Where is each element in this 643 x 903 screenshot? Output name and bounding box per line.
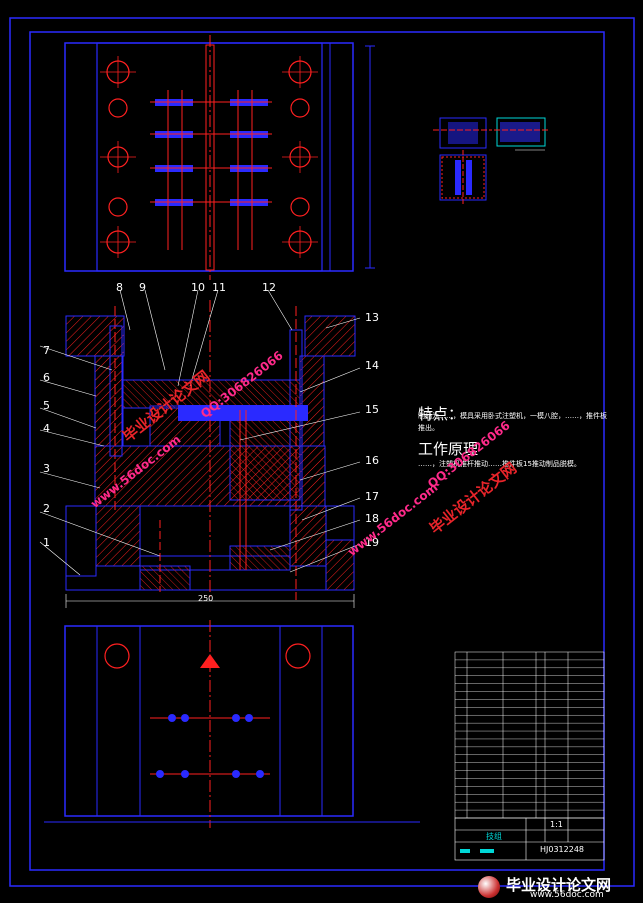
main-section-view <box>39 289 361 608</box>
part-label-19: 19 <box>365 536 379 549</box>
title-block-title: 技组 <box>486 832 502 841</box>
width-dimension: 250 <box>198 594 214 603</box>
bill-of-materials-table <box>454 651 605 819</box>
part-label-16: 16 <box>365 454 379 467</box>
part-label-17: 17 <box>365 490 379 503</box>
part-label-14: 14 <box>365 359 379 372</box>
feature-text: 制品为……，模具采用卧式注塑机，一模八腔，……，推件板推出。 <box>418 412 607 432</box>
part-label-7: 7 <box>43 344 50 357</box>
part-label-13: 13 <box>365 311 379 324</box>
feature-title: 特点： <box>418 405 464 423</box>
outer-frame <box>9 17 635 887</box>
part-label-15: 15 <box>365 403 379 416</box>
bom-rows <box>455 659 604 811</box>
inner-frame <box>29 31 605 871</box>
footer-url: www.56doc.com <box>530 890 604 900</box>
site-footer-logo: 毕业设计论文网 www.56doc.com <box>470 872 640 900</box>
part-label-5: 5 <box>43 399 50 412</box>
title-block-code: HJ0312248 <box>540 845 585 854</box>
footer-brand: 毕业设计论文网 <box>506 876 612 894</box>
part-label-3: 3 <box>43 462 50 475</box>
part-label-2: 2 <box>43 502 50 515</box>
part-label-4: 4 <box>43 422 50 435</box>
detail-view <box>433 117 550 205</box>
title-block <box>454 817 605 861</box>
title-block-scale: 1:1 <box>550 820 563 829</box>
part-label-10: 10 <box>191 281 205 294</box>
part-label-9: 9 <box>139 281 146 294</box>
part-label-8: 8 <box>116 281 123 294</box>
bottom-plan-view <box>44 620 420 828</box>
top-plan-view <box>64 35 375 280</box>
part-label-11: 11 <box>212 281 226 294</box>
globe-logo-icon <box>478 876 500 898</box>
work-principle-title: 工作原理 <box>418 440 479 458</box>
part-label-12: 12 <box>262 281 276 294</box>
work-principle-text: ……，注塑机推杆推动……推件板15推动制品脱模。 <box>418 460 581 468</box>
part-label-18: 18 <box>365 512 379 525</box>
part-label-1: 1 <box>43 536 50 549</box>
part-label-6: 6 <box>43 371 50 384</box>
